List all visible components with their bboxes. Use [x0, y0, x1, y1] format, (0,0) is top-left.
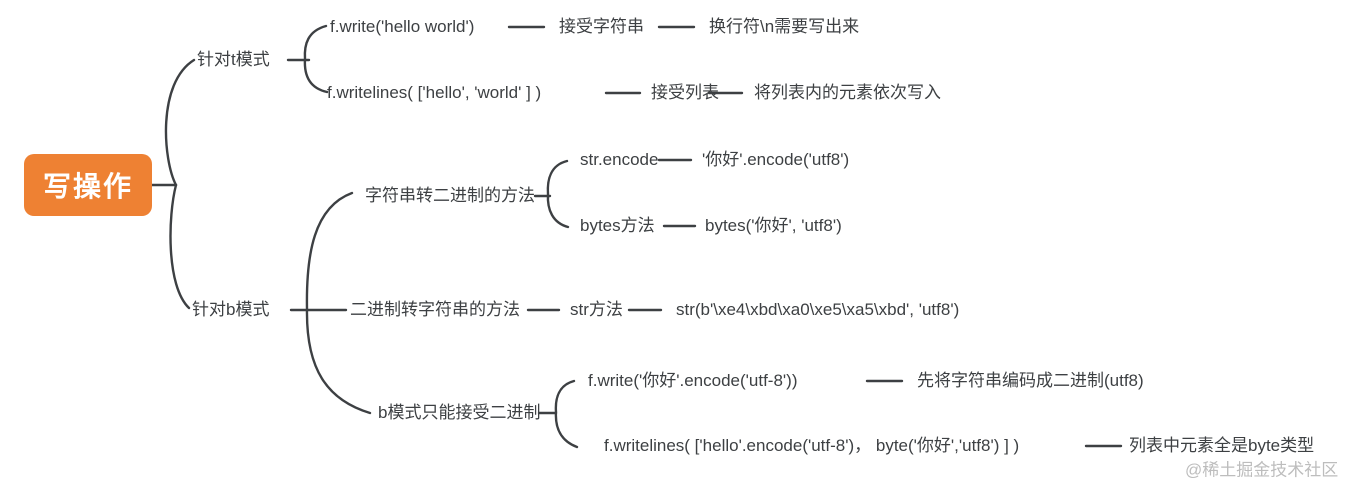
root-node: 写操作: [24, 154, 152, 216]
node-fwrite-code: f.write('hello world'): [330, 16, 475, 36]
node-str-method-example: str(b'\xe4\xbd\xa0\xe5\xa5\xbd', 'utf8'): [676, 299, 960, 319]
connector-root-to-t-mode: [164, 58, 196, 187]
connector-binary-only-brace: [554, 379, 579, 449]
node-bytes-method: bytes方法: [580, 215, 655, 235]
node-bytes-example: bytes('你好', 'utf8'): [705, 215, 842, 235]
node-fwritelines-note-accepts-list: 接受列表: [651, 82, 719, 102]
node-binary-only-label: b模式只能接受二进制: [378, 402, 541, 422]
node-str-encode-method: str.encode: [580, 149, 659, 169]
node-fwritelines-note-sequential: 将列表内的元素依次写入: [754, 82, 941, 102]
node-binary-to-str-label: 二进制转字符串的方法: [350, 299, 520, 319]
node-bwritelines-code: f.writelines( ['hello'.encode('utf-8')， …: [604, 435, 1020, 455]
node-fwritelines-code: f.writelines( ['hello', 'world' ] ): [327, 82, 542, 102]
root-node-label: 写操作: [42, 171, 133, 202]
node-str-to-binary-label: 字符串转二进制的方法: [365, 185, 535, 205]
node-fwrite-note-accepts-string: 接受字符串: [559, 16, 644, 36]
juejin-watermark: @稀土掘金技术社区: [1185, 460, 1339, 480]
branch-t-mode-label: 针对t模式: [197, 49, 270, 69]
connector-b-mode-brace: [305, 191, 372, 415]
node-fwrite-note-newline: 换行符\n需要写出来: [709, 16, 860, 36]
node-str-encode-example: '你好'.encode('utf8'): [702, 149, 850, 169]
connector-str-to-binary-brace: [546, 159, 570, 229]
node-str-method: str方法: [570, 299, 623, 319]
connector-root-to-b-mode: [169, 183, 191, 310]
node-bwrite-note: 先将字符串编码成二进制(utf8): [917, 370, 1144, 390]
connector-t-mode-brace: [303, 24, 329, 94]
branch-b-mode-label: 针对b模式: [192, 299, 270, 319]
node-bwrite-code: f.write('你好'.encode('utf-8')): [588, 370, 798, 390]
node-bwritelines-note: 列表中元素全是byte类型: [1129, 435, 1315, 455]
